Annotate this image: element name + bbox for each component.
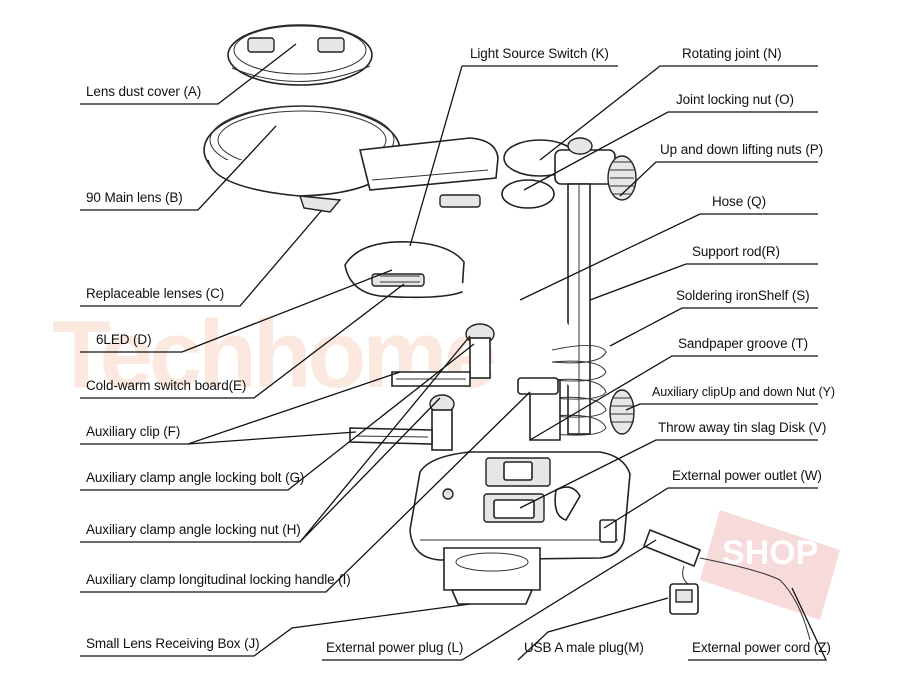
leader-lines [80, 43, 828, 661]
label-cold-warm-switch-board: Cold-warm switch board(E) [86, 378, 247, 393]
support-rod-drawing [567, 183, 591, 435]
lifting-nut-drawing [607, 155, 637, 201]
label-light-source-switch: Light Source Switch (K) [470, 46, 609, 61]
soldering-iron-shelf-drawing [529, 345, 635, 441]
label-hose: Hose (Q) [712, 194, 766, 209]
label-soldering-iron-shelf: Soldering ironShelf (S) [676, 288, 810, 303]
auxiliary-clamps-drawing [349, 323, 559, 451]
label-clamp-longitudinal-handle: Auxiliary clamp longitudinal locking han… [86, 572, 351, 587]
label-external-power-plug: External power plug (L) [326, 640, 464, 655]
label-6led: 6LED (D) [96, 332, 152, 347]
label-external-power-cord: External power cord (Z) [692, 640, 831, 655]
label-support-rod: Support rod(R) [692, 244, 780, 259]
label-aux-clip-up-down-nut: Auxiliary clipUp and down Nut (Y) [652, 385, 835, 399]
label-usb-a-male-plug: USB A male plug(M) [524, 640, 644, 655]
power-plug-and-cord-drawing [642, 528, 811, 641]
label-external-power-outlet: External power outlet (W) [672, 468, 822, 483]
label-small-lens-box: Small Lens Receiving Box (J) [86, 636, 260, 651]
main-lens-drawing [203, 105, 499, 213]
base-drawing [409, 451, 631, 561]
label-replaceable-lenses: Replaceable lenses (C) [86, 286, 225, 301]
label-sandpaper-groove: Sandpaper groove (T) [678, 336, 809, 351]
label-rotating-joint: Rotating joint (N) [682, 46, 782, 61]
small-lens-box-drawing [443, 547, 541, 605]
label-lens-dust-cover: Lens dust cover (A) [86, 84, 202, 99]
label-auxiliary-clip: Auxiliary clip (F) [86, 424, 181, 439]
label-tin-slag-disk: Throw away tin slag Disk (V) [658, 420, 827, 435]
label-joint-locking-nut: Joint locking nut (O) [676, 92, 794, 107]
led-lamp-drawing [344, 241, 578, 393]
label-main-lens: 90 Main lens (B) [86, 190, 183, 205]
lens-dust-cover-drawing [227, 24, 373, 86]
label-lifting-nuts: Up and down lifting nuts (P) [660, 142, 824, 157]
label-clamp-angle-locking-nut: Auxiliary clamp angle locking nut (H) [86, 522, 301, 537]
label-clamp-angle-locking-bolt: Auxiliary clamp angle locking bolt (G) [86, 470, 305, 485]
